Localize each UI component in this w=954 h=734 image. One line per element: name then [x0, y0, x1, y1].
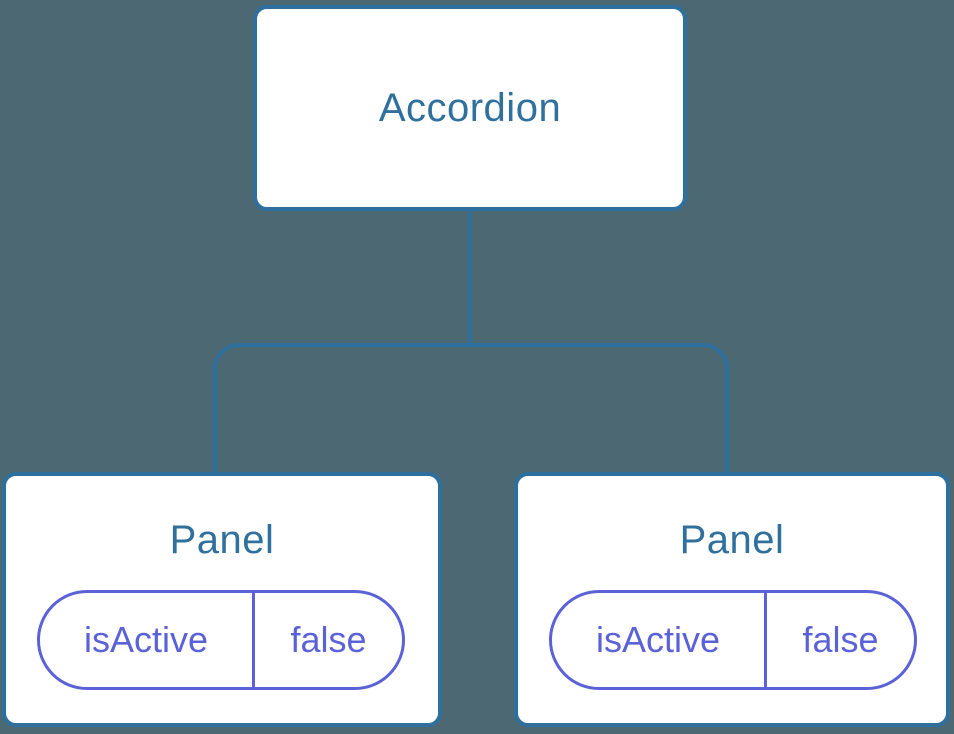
node-label-panel: Panel [169, 518, 275, 562]
state-key-cell: isActive [595, 619, 721, 660]
state-pill: isActive false [37, 590, 405, 690]
node-label-panel: Panel [679, 518, 785, 562]
state-pill: isActive false [549, 590, 917, 690]
state-key-cell: isActive [83, 619, 209, 660]
tree-node-panel-right: Panel isActive false [514, 472, 950, 727]
state-value-cell: false [764, 593, 914, 687]
connector-trunk-line [468, 209, 472, 345]
node-label-accordion: Accordion [378, 85, 562, 130]
tree-node-accordion: Accordion [253, 5, 687, 211]
connector-branch-bracket [213, 343, 729, 472]
state-value-cell: false [252, 593, 402, 687]
tree-node-panel-left: Panel isActive false [2, 472, 442, 727]
